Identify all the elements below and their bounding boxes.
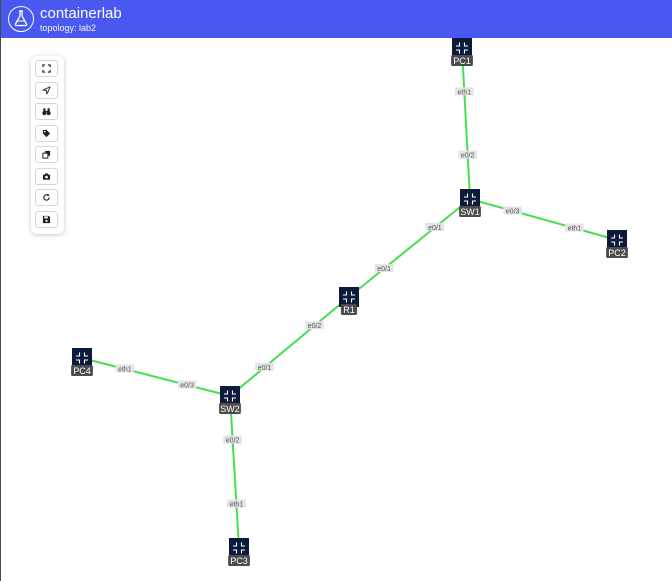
- node-label: PC1: [453, 56, 471, 66]
- link-sw1-pc2-line[interactable]: [469, 198, 618, 241]
- tag-icon: [42, 129, 51, 138]
- link-sw1-r1-line[interactable]: [348, 198, 471, 298]
- link-pc1-sw1-line[interactable]: [461, 47, 471, 200]
- containerlab-logo-icon: [8, 6, 34, 32]
- node-pc3-box[interactable]: [229, 538, 249, 558]
- switch-arrows-icon: [224, 390, 236, 402]
- node-sw1[interactable]: SW1: [459, 189, 481, 217]
- switch-arrows-icon: [464, 193, 476, 205]
- node-pc2-box[interactable]: [607, 230, 627, 250]
- clone-button[interactable]: [35, 146, 58, 163]
- link-sw1-r1[interactable]: e0/1 e0/1: [348, 198, 471, 298]
- reload-icon: [43, 193, 50, 201]
- link-pc4-sw2-line[interactable]: [81, 357, 231, 397]
- expand-icon: [42, 64, 51, 73]
- camera-icon: [42, 173, 51, 180]
- link-r1-sw2[interactable]: e0/2 e0/1: [229, 296, 350, 397]
- location-arrow-icon: [42, 86, 51, 95]
- save-button[interactable]: [35, 211, 58, 228]
- node-label: PC4: [73, 366, 91, 376]
- switch-arrows-icon: [611, 234, 623, 246]
- floppy-disk-icon: [42, 215, 51, 224]
- switch-arrows-icon: [456, 42, 468, 54]
- node-r1[interactable]: R1: [339, 287, 359, 315]
- fit-view-button[interactable]: [35, 60, 58, 77]
- screenshot-button[interactable]: [35, 168, 58, 185]
- find-button[interactable]: [35, 103, 58, 120]
- node-label-bg: [340, 304, 358, 315]
- interface-label-bg: [503, 206, 522, 215]
- node-sw1-box[interactable]: [460, 189, 480, 209]
- interface-label-source: eth1: [457, 89, 471, 96]
- interface-label-bg: [177, 380, 197, 389]
- node-label-bg: [228, 555, 250, 566]
- node-label: SW1: [460, 207, 480, 217]
- link-pc4-sw2[interactable]: eth1 e0/3: [81, 357, 231, 397]
- node-label: PC2: [608, 248, 626, 258]
- reload-button[interactable]: [35, 189, 58, 206]
- link-sw2-pc3[interactable]: e0/2 eth1: [223, 395, 246, 549]
- node-pc1[interactable]: PC1: [451, 38, 473, 66]
- interface-label-bg: [223, 435, 242, 444]
- switch-arrows-icon: [233, 542, 245, 554]
- binoculars-icon: [42, 108, 51, 116]
- node-pc4[interactable]: PC4: [71, 348, 93, 376]
- node-pc4-box[interactable]: [72, 348, 92, 368]
- app-title: containerlab: [40, 5, 122, 22]
- interface-label-target: eth1: [230, 501, 244, 508]
- node-label: PC3: [230, 556, 248, 566]
- node-label: R1: [343, 305, 355, 315]
- interface-label-target: e0/1: [258, 365, 272, 372]
- interface-label-bg: [374, 264, 394, 273]
- switch-arrows-icon: [76, 352, 88, 364]
- interface-label-source: e0/2: [308, 323, 322, 330]
- interface-label-target: eth1: [568, 226, 582, 233]
- node-pc2[interactable]: PC2: [606, 230, 628, 258]
- switch-arrows-icon: [343, 291, 355, 303]
- topology-canvas[interactable]: eth1e0/2e0/3eth1e0/1e0/1e0/2e0/1eth1e0/3…: [1, 38, 672, 581]
- link-r1-sw2-line[interactable]: [229, 296, 350, 397]
- interface-label-source: e0/2: [226, 438, 240, 445]
- link-pc1-sw1[interactable]: eth1 e0/2: [455, 47, 477, 200]
- node-pc1-box[interactable]: [452, 38, 472, 58]
- interface-label-source: e0/3: [506, 208, 520, 215]
- interface-label-bg: [458, 150, 477, 159]
- node-label-bg: [71, 365, 93, 376]
- app-header: containerlab topology: lab2: [1, 0, 672, 38]
- node-pc3[interactable]: PC3: [228, 538, 250, 566]
- interface-label-bg: [255, 362, 274, 371]
- viewport-toolbar: [31, 56, 64, 234]
- links-layer: eth1e0/2e0/3eth1e0/1e0/1e0/2e0/1eth1e0/3…: [81, 47, 618, 549]
- node-label-bg: [451, 55, 473, 66]
- link-sw1-pc2[interactable]: e0/3 eth1: [469, 198, 618, 241]
- interface-label-bg: [115, 364, 135, 373]
- node-sw2[interactable]: SW2: [219, 386, 241, 414]
- interface-label-bg: [227, 499, 246, 508]
- interface-label-bg: [305, 321, 324, 330]
- interface-label-source: e0/1: [428, 225, 442, 232]
- interface-label-target: e0/2: [461, 153, 475, 160]
- interface-label-target: e0/1: [377, 266, 391, 273]
- interface-label-bg: [425, 222, 445, 231]
- interface-label-source: eth1: [118, 367, 132, 374]
- node-label-bg: [459, 206, 481, 217]
- node-sw2-box[interactable]: [220, 386, 240, 406]
- link-sw2-pc3-line[interactable]: [229, 395, 240, 549]
- clone-icon: [42, 150, 51, 159]
- node-r1-box[interactable]: [339, 287, 359, 307]
- navigate-button[interactable]: [35, 82, 58, 99]
- interface-label-bg: [455, 87, 474, 96]
- node-label: SW2: [220, 404, 240, 414]
- interface-label-target: e0/3: [180, 383, 194, 390]
- node-label-bg: [219, 403, 241, 414]
- labels-button[interactable]: [35, 125, 58, 142]
- interface-label-bg: [565, 223, 584, 232]
- node-label-bg: [606, 247, 628, 258]
- topology-name: topology: lab2: [40, 23, 97, 33]
